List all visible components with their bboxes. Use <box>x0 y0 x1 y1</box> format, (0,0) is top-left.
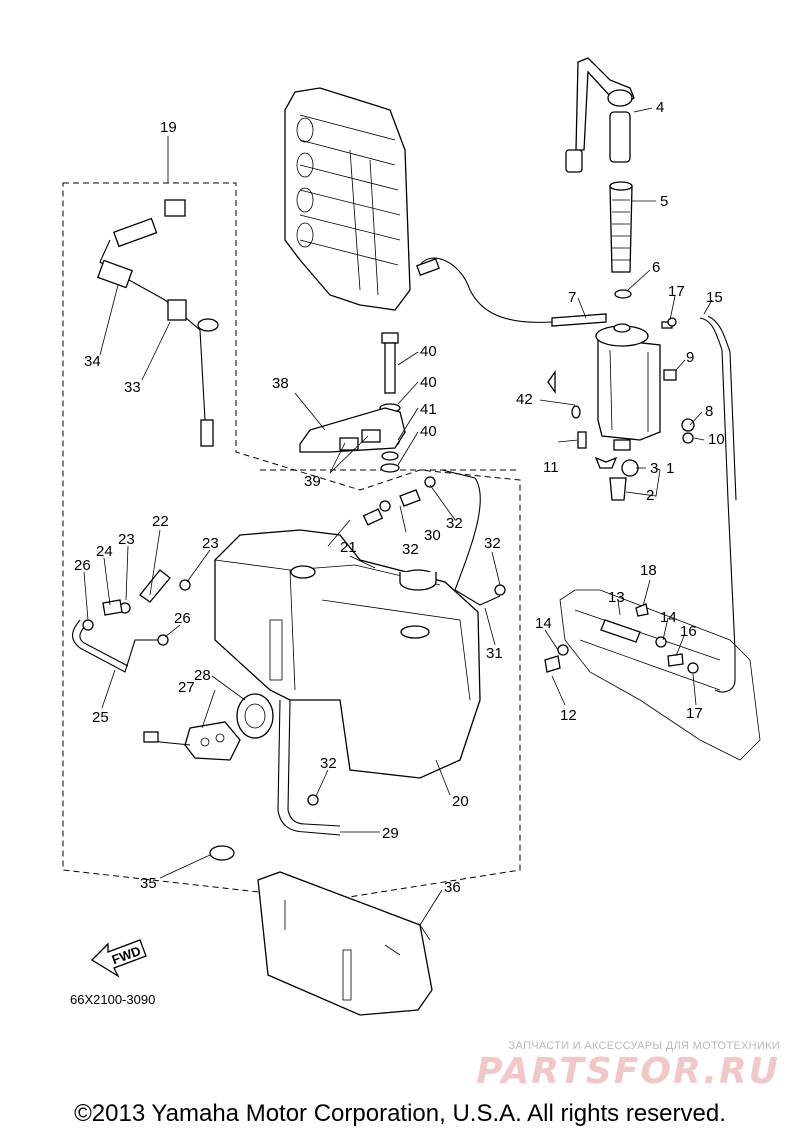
label-14b: 14 <box>660 609 677 626</box>
watermark: ЗАПЧАСТИ И АКСЕССУАРЫ ДЛЯ МОТОТЕХНИКИ PA… <box>476 1040 780 1092</box>
filter-28 <box>236 693 274 739</box>
part-labels: 19 4 5 6 7 17 15 9 42 8 10 11 3 1 2 40 4… <box>70 99 725 1007</box>
label-17a: 17 <box>668 283 685 300</box>
label-36: 36 <box>444 879 461 896</box>
label-37: 38 <box>272 375 289 392</box>
clamps <box>82 317 699 861</box>
label-33: 33 <box>124 379 141 396</box>
label-1: 1 <box>666 460 674 477</box>
cable-19 <box>96 199 219 447</box>
label-16: 16 <box>680 623 697 640</box>
oil-tank-20 <box>214 529 481 779</box>
fwd-arrow: FWD <box>90 939 147 978</box>
label-32b: 32 <box>446 515 463 532</box>
bolt-39 <box>379 332 401 473</box>
label-7: 7 <box>568 289 576 306</box>
label-4: 4 <box>656 99 664 116</box>
label-40b: 40 <box>420 423 437 440</box>
strainer-5 <box>609 181 633 273</box>
label-14a: 14 <box>535 615 552 632</box>
washer-6 <box>614 289 632 299</box>
label-32c: 32 <box>484 535 501 552</box>
hose-15 <box>699 317 736 693</box>
label-34: 34 <box>84 353 101 370</box>
label-8: 8 <box>705 403 713 420</box>
engine-cover <box>284 87 411 311</box>
label-2: 2 <box>646 487 654 504</box>
oil-pump-27 <box>143 721 241 761</box>
label-29: 29 <box>382 825 399 842</box>
copyright-notice: ©2013 Yamaha Motor Corporation, U.S.A. A… <box>74 1100 726 1127</box>
label-17b: 17 <box>686 705 703 722</box>
label-24: 24 <box>96 543 113 560</box>
label-11: 11 <box>543 459 559 476</box>
bracket-36 <box>257 871 433 1016</box>
label-18: 18 <box>640 562 657 579</box>
label-10: 10 <box>708 431 725 448</box>
diagram-code: 66X2100-3090 <box>70 992 155 1007</box>
label-23a: 23 <box>118 531 135 548</box>
label-27: 27 <box>178 679 195 696</box>
label-35: 35 <box>140 875 157 892</box>
hose-13 <box>600 619 641 643</box>
cap-21 <box>399 569 437 591</box>
label-19: 19 <box>160 119 177 136</box>
hose-29 <box>277 699 341 836</box>
parts-diagram: FWD <box>62 57 761 1016</box>
label-38: 39 <box>304 473 321 490</box>
label-3: 3 <box>650 460 658 477</box>
leader-lines <box>83 107 713 926</box>
label-40a: 40 <box>420 374 437 391</box>
bracket-37 <box>299 407 406 453</box>
label-28: 28 <box>194 667 211 684</box>
hose-22 <box>139 569 171 603</box>
label-30: 30 <box>424 527 441 544</box>
watermark-logo: PARTSFOR.RU <box>476 1051 780 1092</box>
label-32a: 32 <box>402 541 419 558</box>
filler-cap-4 <box>565 57 635 173</box>
label-25: 25 <box>92 709 109 726</box>
label-23b: 23 <box>202 535 219 552</box>
label-9: 9 <box>686 349 694 366</box>
label-22: 22 <box>152 513 169 530</box>
label-5: 5 <box>660 193 668 210</box>
hose-25 <box>71 619 160 673</box>
label-21: 21 <box>340 539 357 556</box>
hose-31 <box>441 469 501 606</box>
label-32d: 32 <box>320 755 337 772</box>
label-26b: 26 <box>174 610 191 627</box>
sub-tank-1 <box>595 323 661 451</box>
label-13: 13 <box>608 589 625 606</box>
label-15: 15 <box>706 289 723 306</box>
label-26a: 26 <box>74 557 91 574</box>
hull-section <box>559 589 761 761</box>
label-6: 6 <box>652 259 660 276</box>
label-41: 41 <box>420 401 437 418</box>
hose-7 <box>416 257 607 327</box>
label-12: 12 <box>560 707 577 724</box>
watermark-subtitle: ЗАПЧАСТИ И АКСЕССУАРЫ ДЛЯ МОТОТЕХНИКИ <box>508 1040 780 1052</box>
label-20: 20 <box>452 793 469 810</box>
label-42: 42 <box>516 391 533 408</box>
label-39: 40 <box>420 343 437 360</box>
label-31: 31 <box>486 645 503 662</box>
small-parts-right <box>547 321 695 501</box>
group-19-outline <box>62 182 521 901</box>
